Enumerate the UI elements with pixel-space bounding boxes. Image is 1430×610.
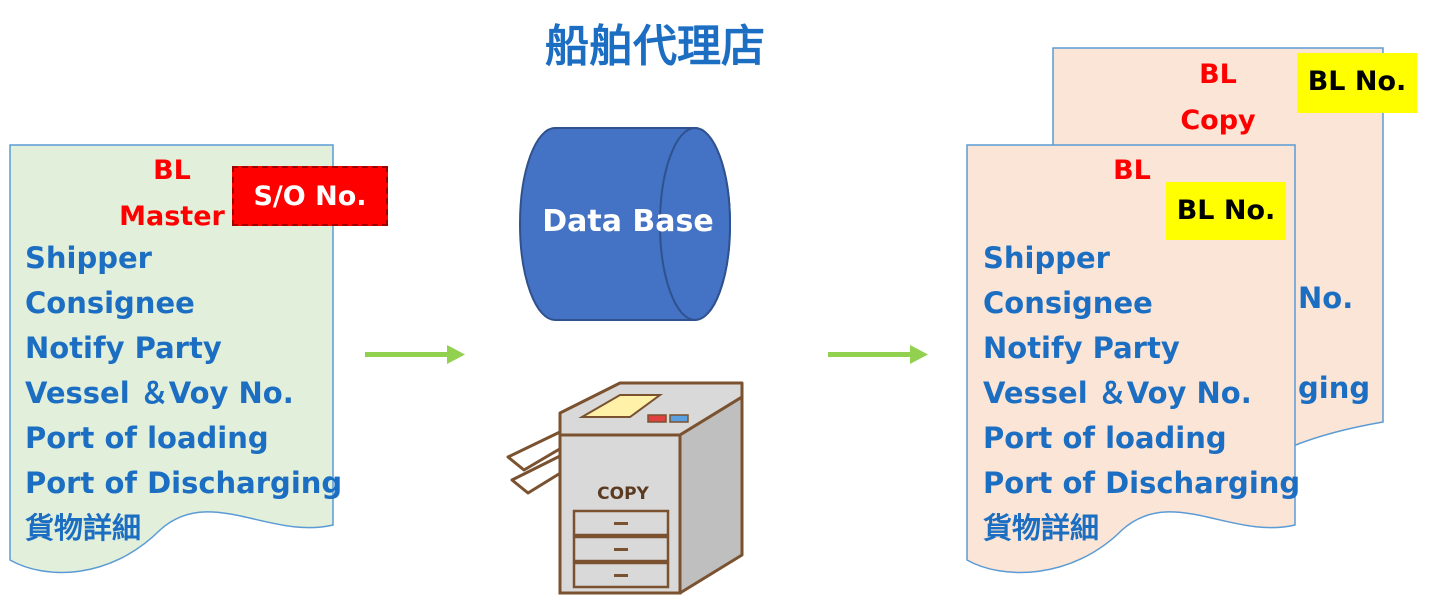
- copier-label: COPY: [597, 484, 649, 504]
- master-field-port-discharging: Port of Discharging: [25, 466, 343, 500]
- bl-heading: BL: [1113, 155, 1151, 186]
- master-document-shape: [9, 144, 334, 574]
- bl-field-shipper: Shipper: [983, 241, 1110, 275]
- bl-field-notify-party: Notify Party: [983, 331, 1180, 365]
- copy-heading-line2: Copy: [1180, 105, 1256, 136]
- arrow-to-bl: [828, 345, 928, 364]
- page-title: 船舶代理店: [545, 21, 765, 72]
- master-heading: BL Master: [112, 148, 232, 240]
- master-field-shipper: Shipper: [25, 241, 152, 275]
- copy-visible-fragment-2: ging: [1298, 371, 1371, 405]
- master-field-port-loading: Port of loading: [25, 421, 269, 455]
- bl-field-consignee: Consignee: [983, 286, 1153, 320]
- master-heading-line1: BL: [153, 155, 191, 186]
- master-heading-line2: Master: [119, 201, 225, 232]
- copy-heading-line1: BL: [1199, 59, 1237, 90]
- bl-field-port-loading: Port of loading: [983, 421, 1227, 455]
- master-field-consignee: Consignee: [25, 286, 195, 320]
- bl-field-port-discharging: Port of Discharging: [983, 466, 1301, 500]
- master-field-cargo-details: 貨物詳細: [25, 511, 142, 545]
- arrow-to-database: [365, 345, 465, 364]
- copy-bl-number-tag: BL No.: [1297, 53, 1417, 113]
- bl-field-cargo-details: 貨物詳細: [983, 511, 1100, 545]
- copy-heading: BL Copy: [1158, 52, 1278, 144]
- copier-icon: [506, 381, 744, 595]
- master-field-notify-party: Notify Party: [25, 331, 222, 365]
- master-field-list: Shipper Consignee Notify Party Vessel ＆V…: [25, 236, 342, 551]
- master-field-vessel-voy: Vessel ＆Voy No.: [25, 376, 294, 410]
- bl-field-list: Shipper Consignee Notify Party Vessel ＆V…: [983, 236, 1300, 551]
- bl-number-tag: BL No.: [1166, 182, 1286, 240]
- so-number-tag: S/O No.: [232, 166, 388, 226]
- database-icon: [519, 127, 731, 321]
- bl-document-shape: [966, 144, 1296, 574]
- bl-field-vessel-voy: Vessel ＆Voy No.: [983, 376, 1252, 410]
- database-label: Data Base: [542, 204, 714, 239]
- copy-visible-fragment-1: No.: [1298, 281, 1354, 315]
